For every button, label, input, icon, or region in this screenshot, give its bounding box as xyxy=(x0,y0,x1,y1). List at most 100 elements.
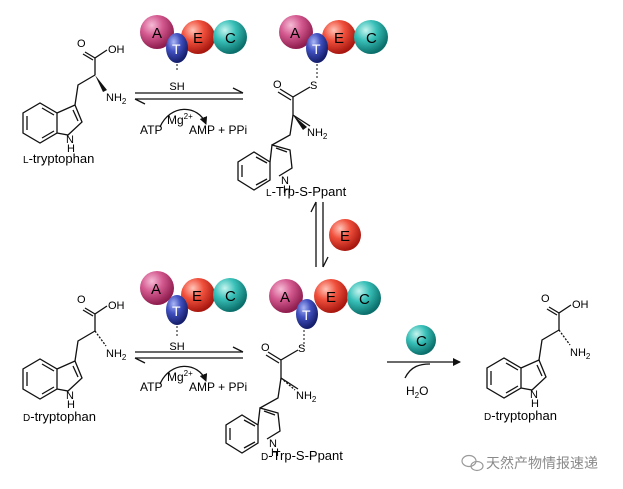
indole-h: H xyxy=(531,398,539,410)
l-prefix: L xyxy=(23,155,29,166)
d-prefix: D xyxy=(23,413,30,424)
l-trp-s-ppant-structure xyxy=(237,86,311,191)
c-domain-label: C xyxy=(359,291,370,308)
indole-n: N xyxy=(530,389,538,401)
t-domain-label: T xyxy=(302,307,311,323)
d-prefix: D xyxy=(261,452,268,463)
thioester-s: S xyxy=(310,80,317,92)
d-tryptophan-name: -tryptophan xyxy=(491,408,557,423)
e-domain-label: E xyxy=(334,30,344,47)
c-domain-label: C xyxy=(416,333,427,350)
epimerase-e-domain: E xyxy=(329,219,361,251)
module-top-right: A T E C xyxy=(279,15,388,78)
t-domain xyxy=(166,295,188,325)
indole-h: H xyxy=(67,143,75,155)
indole-h: H xyxy=(283,184,291,196)
d-trp-s-ppant-name: -Trp-S-Ppant xyxy=(268,448,343,463)
svg-text:Mg2+: Mg2+ xyxy=(167,112,193,127)
carbonyl-oxygen: O xyxy=(77,38,86,50)
wechat-icon xyxy=(461,454,484,472)
c-domain-label: C xyxy=(366,30,377,47)
hydroxyl-label: OH xyxy=(572,299,589,311)
amine-sub: 2 xyxy=(122,97,127,106)
reaction-conditions: ATP Mg2+ AMP + PPi ATP Mg2+ AMP + PPi H2… xyxy=(140,112,428,400)
l-tryptophan-structure xyxy=(22,49,108,144)
e-domain xyxy=(322,20,356,54)
e-domain-label: E xyxy=(193,30,203,47)
e-domain xyxy=(314,279,348,313)
amine-label: NH xyxy=(296,390,312,402)
svg-text:H2O: H2O xyxy=(406,384,428,400)
l-tryptophan-label: L-tryptophan xyxy=(23,151,94,166)
e-domain xyxy=(181,278,215,312)
c-domain-label: C xyxy=(225,30,236,47)
carbonyl-oxygen: O xyxy=(261,342,270,354)
t-domain xyxy=(296,299,318,329)
carbonyl-oxygen: O xyxy=(273,79,282,91)
carbonyl-oxygen: O xyxy=(541,293,550,305)
a-domain xyxy=(269,279,303,313)
condensation-c-domain: C xyxy=(406,325,436,355)
reaction-arrows xyxy=(134,87,461,385)
amine-label: NH xyxy=(570,347,586,359)
mg-charge: 2+ xyxy=(184,369,193,378)
c-domain xyxy=(347,281,381,315)
a-domain-label: A xyxy=(290,25,300,42)
c-domain-label: C xyxy=(225,288,236,305)
watermark-text: 天然产物情报速递 xyxy=(486,455,598,471)
amine-sub: 2 xyxy=(323,132,328,141)
t-domain xyxy=(166,33,188,63)
d-tryptophan-product-label: D-tryptophan xyxy=(484,408,557,423)
indole-n: N xyxy=(269,438,277,450)
amine-sub: 2 xyxy=(586,352,591,361)
c-domain xyxy=(354,20,388,54)
a-domain xyxy=(140,15,174,49)
a-domain-label: A xyxy=(280,289,290,306)
mg-label: Mg xyxy=(167,370,184,384)
e-domain-label: E xyxy=(326,289,336,306)
c-domain xyxy=(213,20,247,54)
l-trp-s-ppant-name: -Trp-S-Ppant xyxy=(272,184,347,199)
d-tryptophan-label: D-tryptophan xyxy=(23,409,96,424)
d-tryptophan-name: -tryptophan xyxy=(30,409,96,424)
e-domain-label: E xyxy=(192,288,202,305)
svg-text:Mg2+: Mg2+ xyxy=(167,369,193,384)
h2o-o: O xyxy=(419,384,428,398)
indole-h: H xyxy=(271,447,279,459)
svg-text:NH2: NH2 xyxy=(106,92,127,106)
amp-ppi-label: AMP + PPi xyxy=(189,380,247,394)
h2o-sub: 2 xyxy=(415,391,420,400)
svg-text:NH2: NH2 xyxy=(106,348,127,362)
amine-label: NH xyxy=(307,127,323,139)
hydroxyl-label: OH xyxy=(108,44,125,56)
carbonyl-oxygen: O xyxy=(77,294,86,306)
l-tryptophan-name: -tryptophan xyxy=(29,151,95,166)
module-bottom-left: SH A T E C xyxy=(140,271,247,353)
watermark: 天然产物情报速递 xyxy=(461,454,598,472)
svg-text:NH2: NH2 xyxy=(570,347,591,361)
svg-text:NH2: NH2 xyxy=(296,390,317,404)
amine-label: NH xyxy=(106,348,122,360)
d-trp-s-ppant-label: D-Trp-S-Ppant xyxy=(261,448,343,463)
indole-n: N xyxy=(281,175,289,187)
d-trp-s-ppant-structure xyxy=(225,349,299,454)
wedge-bond xyxy=(95,75,107,92)
module-top-left: SH A T E C xyxy=(140,15,247,93)
indole-h: H xyxy=(67,399,75,411)
a-domain-label: A xyxy=(151,281,161,298)
atp-label: ATP xyxy=(140,123,162,137)
t-domain xyxy=(306,33,328,63)
d-tryptophan-product-structure xyxy=(486,304,572,399)
t-domain-label: T xyxy=(172,303,181,319)
h2o-h: H xyxy=(406,384,415,398)
a-domain-label: A xyxy=(152,25,162,42)
indole-n: N xyxy=(66,134,74,146)
mg-charge: 2+ xyxy=(184,112,193,121)
thioester-s: S xyxy=(298,343,305,355)
thiol-label: SH xyxy=(169,341,184,353)
amine-label: NH xyxy=(106,92,122,104)
t-domain-label: T xyxy=(172,41,181,57)
amine-sub: 2 xyxy=(312,395,317,404)
e-domain-label: E xyxy=(340,228,350,245)
